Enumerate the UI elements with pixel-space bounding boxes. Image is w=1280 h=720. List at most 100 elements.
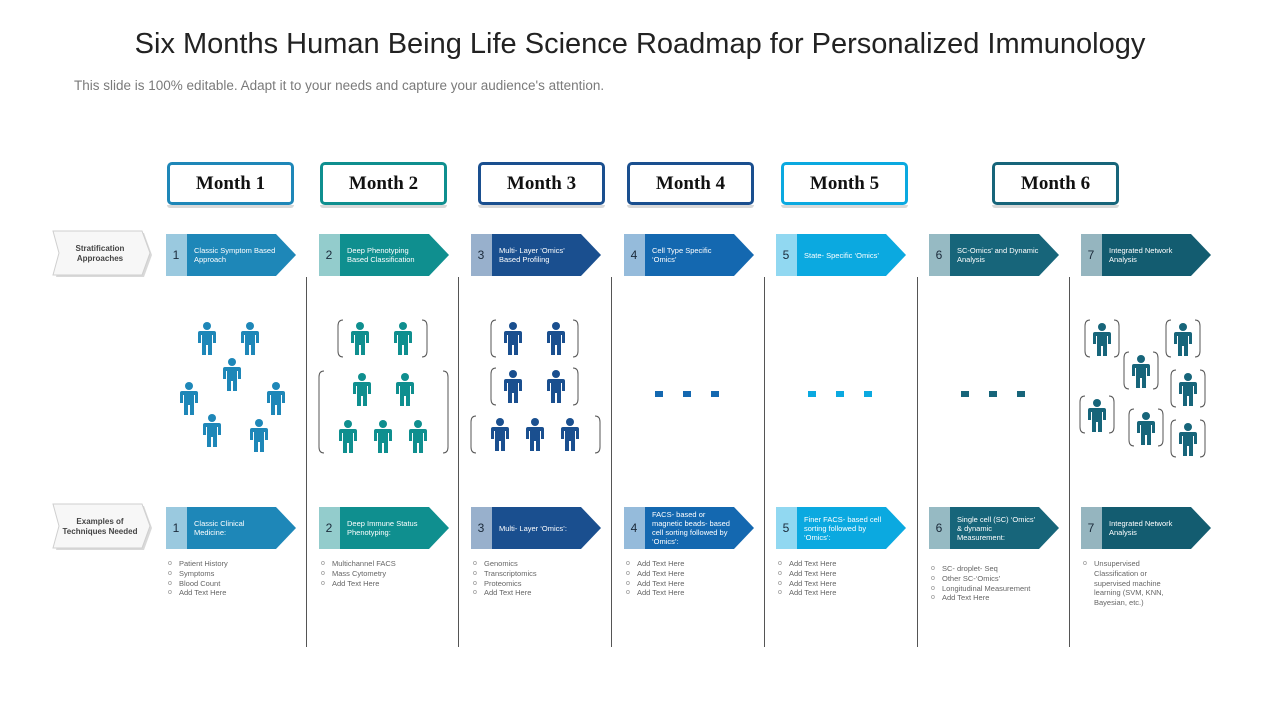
bullet-item: Multichannel FACS: [321, 559, 396, 569]
person-icon: [396, 373, 414, 406]
bullet-item: Blood Count: [168, 579, 228, 589]
technique-step-label: Multi- Layer ‘Omics’:: [499, 523, 567, 533]
person-icon: [547, 370, 565, 403]
ellipsis-dot: [864, 391, 872, 397]
chevron-arrow-band: [1081, 234, 1211, 276]
approach-step-label: Deep Phenotyping Based Classification: [347, 246, 415, 264]
column-divider: [458, 277, 459, 647]
ellipsis-dot: [808, 391, 816, 397]
person-icon: [339, 420, 357, 453]
chevron-arrow-band: [1081, 507, 1211, 549]
month-4-box: Month 4: [627, 162, 754, 208]
group-bracket: [318, 370, 449, 454]
tag-shape: [52, 503, 152, 550]
technique-bullet-list: GenomicsTranscriptomicsProteomicsAdd Tex…: [473, 559, 537, 598]
person-icon: [351, 322, 369, 355]
month-2-box: Month 2: [320, 162, 447, 208]
approach-band-7: 7 Integrated Network Analysis: [1081, 234, 1213, 276]
chevron-arrow-band: [166, 507, 296, 549]
bullet-item: Transcriptomics: [473, 569, 537, 579]
technique-bullet-list: Add Text HereAdd Text HereAdd Text HereA…: [626, 559, 684, 598]
bullet-item: SC- droplet- Seq: [931, 564, 1030, 574]
chevron-arrow-band: [624, 507, 754, 549]
group-bracket: [1128, 408, 1164, 447]
approach-step-number: 3: [477, 248, 485, 262]
person-icon: [241, 322, 259, 355]
techniques-tag: Examples of Techniques Needed: [52, 503, 152, 551]
approach-band-2: 2 Deep Phenotyping Based Classification: [319, 234, 451, 276]
approach-step-number: 2: [325, 248, 333, 262]
person-icon: [203, 414, 221, 447]
bullet-item: Add Text Here: [321, 579, 396, 589]
technique-step-number: 2: [325, 521, 333, 535]
month-4-label: Month 4: [655, 172, 726, 194]
person-icon: [374, 420, 392, 453]
technique-step-label: Deep Immune Status Phenotyping:: [347, 519, 418, 537]
approach-step-label: Multi- Layer ‘Omics’ Based Profiling: [499, 246, 565, 264]
bullet-item: Add Text Here: [626, 569, 684, 579]
approach-step-number: 1: [172, 248, 180, 262]
person-icon: [198, 322, 216, 355]
person-icon: [223, 358, 241, 391]
technique-step-number: 1: [172, 521, 180, 535]
technique-bullet-list: Unsupervised Classification or supervise…: [1083, 559, 1173, 608]
bullet-item: Genomics: [473, 559, 537, 569]
person-icon: [1137, 412, 1155, 445]
ellipsis-dot: [1017, 391, 1025, 397]
approach-step-number: 7: [1087, 248, 1095, 262]
person-icon: [561, 418, 579, 451]
column-divider: [1069, 277, 1070, 647]
technique-bullet-list: SC- droplet- SeqOther SC-‘Omics’Longitud…: [931, 564, 1030, 603]
technique-step-label: Integrated Network Analysis: [1109, 519, 1173, 537]
column-divider: [764, 277, 765, 647]
column-divider: [611, 277, 612, 647]
person-icon: [409, 420, 427, 453]
person-icon: [353, 373, 371, 406]
group-bracket: [1084, 319, 1120, 358]
person-icon: [504, 370, 522, 403]
person-icon: [1179, 373, 1197, 406]
group-bracket: [337, 319, 428, 358]
technique-step-number: 3: [477, 521, 485, 535]
technique-band-7: 7 Integrated Network Analysis: [1081, 507, 1213, 549]
group-bracket: [1123, 351, 1159, 390]
group-bracket: [1170, 419, 1206, 458]
bullet-item: Patient History: [168, 559, 228, 569]
person-icon: [394, 322, 412, 355]
person-icon: [526, 418, 544, 451]
chevron-arrow-band: [776, 234, 906, 276]
approach-step-label: Classic Symptom Based Approach: [194, 246, 276, 264]
person-icon: [267, 382, 285, 415]
person-icon: [547, 322, 565, 355]
approach-step-number: 6: [935, 248, 943, 262]
technique-step-number: 7: [1087, 521, 1095, 535]
bullet-item: Mass Cytometry: [321, 569, 396, 579]
ellipsis-dot: [989, 391, 997, 397]
bullet-item: Unsupervised Classification or supervise…: [1083, 559, 1173, 608]
month-5-box: Month 5: [781, 162, 908, 208]
technique-step-label: FACS- based or magnetic beads- based cel…: [652, 510, 730, 546]
approach-step-label: Integrated Network Analysis: [1109, 246, 1173, 264]
approach-step-label: State- Specific ‘Omics’: [804, 250, 880, 260]
technique-step-number: 5: [782, 521, 790, 535]
bullet-item: Add Text Here: [778, 569, 836, 579]
approach-band-1: 1 Classic Symptom Based Approach: [166, 234, 298, 276]
chevron-arrow-band: [929, 234, 1059, 276]
bullet-item: Symptoms: [168, 569, 228, 579]
column-divider: [306, 277, 307, 647]
month-2-label: Month 2: [348, 172, 419, 194]
chevron-arrow-band: [624, 234, 754, 276]
approach-step-number: 4: [630, 248, 638, 262]
approach-step-label: SC-Omics’ and Dynamic Analysis: [957, 246, 1039, 264]
bullet-item: Add Text Here: [626, 588, 684, 598]
chevron-arrow-band: [929, 507, 1059, 549]
stratification-tag: Stratification Approaches: [52, 230, 152, 278]
stratification-label: Stratification Approaches: [75, 244, 125, 263]
technique-step-number: 4: [630, 521, 638, 535]
technique-band-2: 2 Deep Immune Status Phenotyping:: [319, 507, 451, 549]
technique-band-4: 4 FACS- based or magnetic beads- based ce…: [624, 507, 756, 549]
approach-step-label: Cell Type Specific ‘Omics’: [652, 246, 712, 264]
group-bracket: [490, 319, 579, 358]
